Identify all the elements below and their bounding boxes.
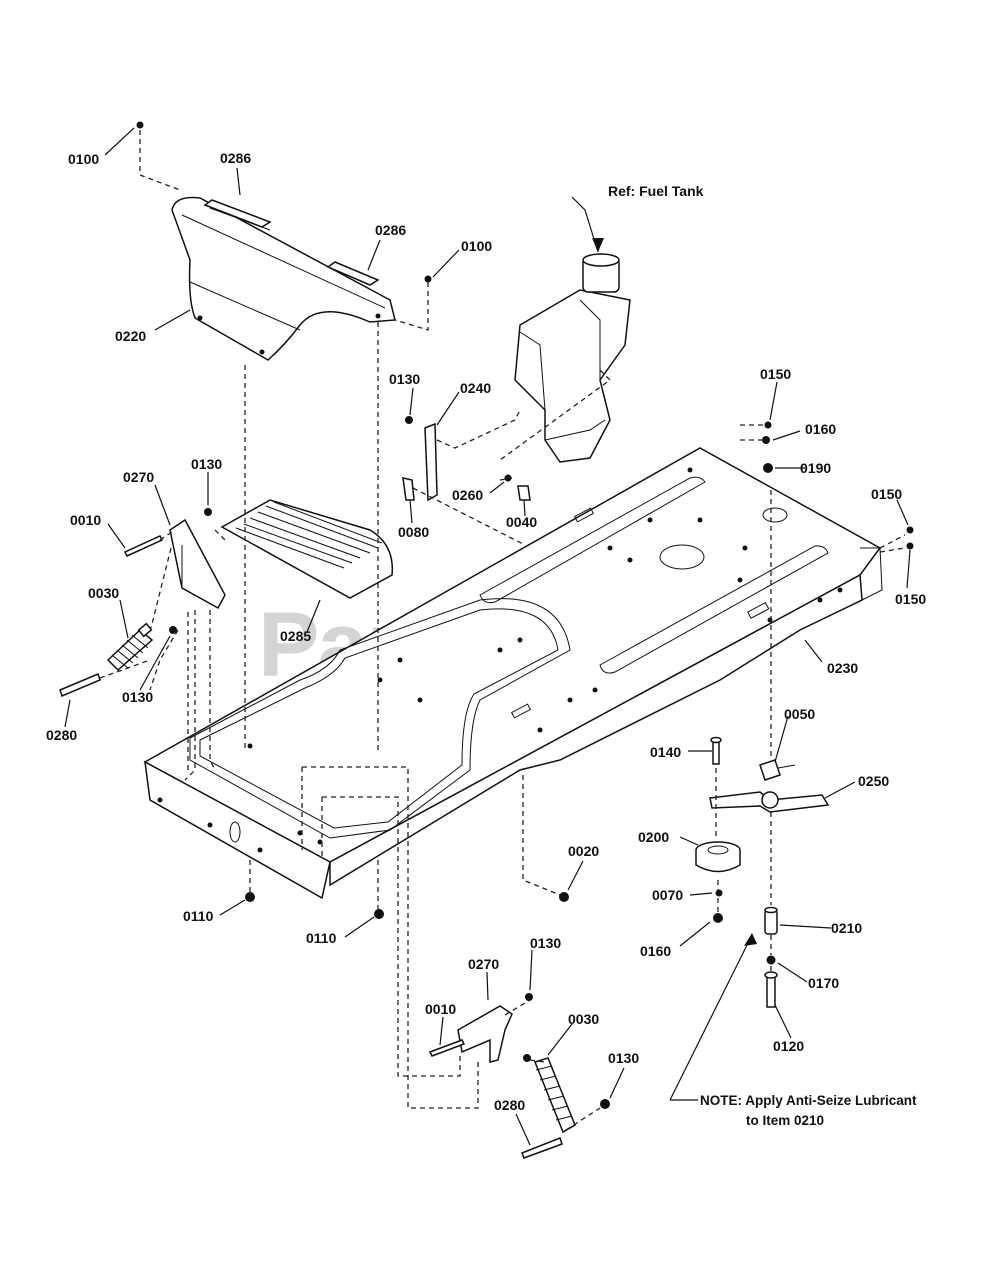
callout-0140: 0140 (650, 744, 681, 760)
spring-0030-upper[interactable] (106, 622, 154, 672)
floor-mat-0285[interactable] (220, 499, 394, 599)
callout-0070: 0070 (652, 887, 683, 903)
callout-0190: 0190 (800, 460, 831, 476)
callout-0130-d: 0130 (530, 935, 561, 951)
callout-0286-a: 0286 (220, 150, 251, 166)
nut-0130-b[interactable] (204, 508, 212, 516)
fuel-tank-ref[interactable] (514, 253, 631, 463)
spring-clip-0050[interactable] (759, 759, 796, 781)
bolt-0040[interactable] (517, 485, 531, 501)
callout-0270-b: 0270 (468, 956, 499, 972)
callout-0285: 0285 (280, 628, 311, 644)
screw-0100-b[interactable] (424, 275, 432, 283)
fender-panel-0220[interactable] (171, 196, 396, 361)
nut-0160-b[interactable] (713, 913, 723, 923)
spring-0030-lower[interactable] (534, 1057, 576, 1134)
callout-0020: 0020 (568, 843, 599, 859)
callout-0250: 0250 (858, 773, 889, 789)
pin-0010-lower[interactable] (428, 1039, 466, 1057)
callout-0270-a: 0270 (123, 469, 154, 485)
bolt-0080[interactable] (402, 477, 415, 501)
callout-0220: 0220 (115, 328, 146, 344)
callout-0010-b: 0010 (425, 1001, 456, 1017)
callout-0080: 0080 (398, 524, 429, 540)
washer-0150-c[interactable] (906, 542, 914, 550)
callout-0210: 0210 (831, 920, 862, 936)
callout-0110-a: 0110 (183, 908, 214, 924)
lubricant-note: NOTE: Apply Anti-Seize Lubricant to Item… (670, 1093, 917, 1128)
callout-0120: 0120 (773, 1038, 804, 1054)
callout-0280-b: 0280 (494, 1097, 525, 1113)
washer-0260[interactable] (504, 474, 512, 482)
callout-0280-a: 0280 (46, 727, 77, 743)
callout-ref-fuel-tank: Ref: Fuel Tank (608, 183, 704, 199)
nut-0130-d[interactable] (525, 993, 533, 1001)
callout-0286-b: 0286 (375, 222, 406, 238)
callout-0130-b: 0130 (191, 456, 222, 472)
spacer-0210[interactable] (764, 906, 778, 935)
note-line-1: NOTE: Apply Anti-Seize Lubricant (700, 1093, 917, 1108)
callout-0150-b: 0150 (871, 486, 902, 502)
callout-0200: 0200 (638, 829, 669, 845)
callout-labels: 0100 0286 0286 0100 0220 Ref: Fuel Tank … (46, 150, 926, 1113)
callout-0170: 0170 (808, 975, 839, 991)
frame-0230[interactable] (143, 447, 883, 900)
pin-0280-upper[interactable] (59, 672, 101, 698)
callout-0100-b: 0100 (461, 238, 492, 254)
lever-arm-0250[interactable] (709, 791, 830, 813)
arrowheads (592, 238, 757, 946)
screw-0100-a[interactable] (136, 121, 144, 129)
nut-0130-f[interactable] (600, 1099, 610, 1109)
pulley-0200[interactable] (695, 841, 741, 873)
callout-0130-c: 0130 (122, 689, 153, 705)
pin-0010-upper[interactable] (123, 535, 164, 557)
callout-0030-a: 0030 (88, 585, 119, 601)
bolt-0140[interactable] (710, 736, 722, 765)
washer-0150-a[interactable] (764, 421, 772, 429)
nut-0020[interactable] (559, 892, 569, 902)
callout-0160-a: 0160 (805, 421, 836, 437)
pivot-bracket-0270-lower[interactable] (457, 1005, 513, 1063)
decal-0286-right[interactable] (326, 261, 380, 286)
callout-0050: 0050 (784, 706, 815, 722)
callout-0030-b: 0030 (568, 1011, 599, 1027)
assembly-lines (99, 130, 906, 1131)
nut-0190[interactable] (763, 463, 773, 473)
nut-0160-a[interactable] (762, 436, 770, 444)
callout-0260: 0260 (452, 487, 483, 503)
decal-0286-left[interactable] (203, 199, 272, 228)
bolt-0120[interactable] (764, 971, 778, 1008)
nut-0130-c[interactable] (169, 626, 177, 634)
callout-0150-a: 0150 (760, 366, 791, 382)
pin-0280-lower[interactable] (521, 1137, 563, 1159)
nut-0110-a[interactable] (245, 892, 255, 902)
nut-0110-b[interactable] (374, 909, 384, 919)
callout-0110-b: 0110 (306, 930, 337, 946)
washer-0070[interactable] (715, 889, 723, 897)
note-line-2: to Item 0210 (746, 1113, 824, 1128)
nut-0130-a[interactable] (405, 416, 413, 424)
bracket-0240[interactable] (424, 422, 438, 502)
callout-0040: 0040 (506, 514, 537, 530)
nut-0170[interactable] (766, 955, 776, 965)
washer-0150-b[interactable] (906, 526, 914, 534)
pivot-bracket-0270-upper[interactable] (169, 518, 226, 610)
callout-0010-a: 0010 (70, 512, 101, 528)
callout-0150-c: 0150 (895, 591, 926, 607)
callout-0130-a: 0130 (389, 371, 420, 387)
nut-0130-e[interactable] (523, 1054, 531, 1062)
callout-0240: 0240 (460, 380, 491, 396)
leader-lines (64, 127, 911, 1146)
callout-0230: 0230 (827, 660, 858, 676)
callout-0160-b: 0160 (640, 943, 671, 959)
callout-0100-a: 0100 (68, 151, 99, 167)
callout-0130-e: 0130 (608, 1050, 639, 1066)
